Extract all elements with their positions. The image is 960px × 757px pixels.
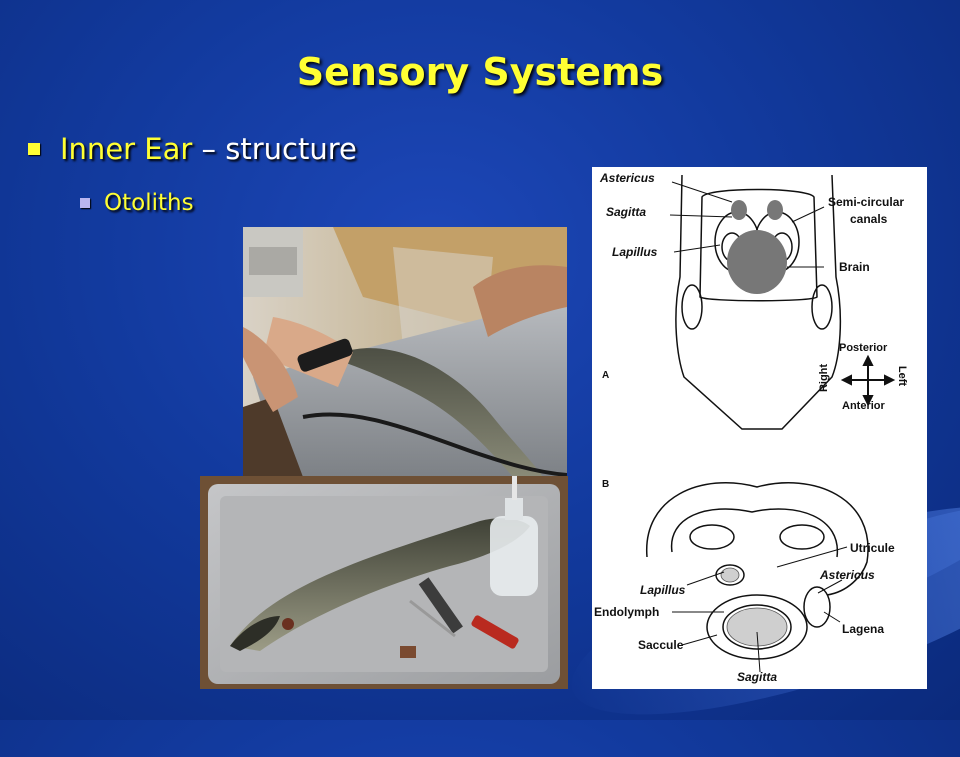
label-sagitta-b: Sagitta: [737, 670, 778, 684]
photo-drilling-fish-image: [243, 227, 567, 477]
sub-bullet-text: Otoliths: [104, 190, 194, 216]
photo-drilling-fish: [243, 227, 567, 477]
label-endolymph: Endolymph: [594, 605, 660, 619]
label-panel-a: A: [602, 370, 610, 381]
label-lagena: Lagena: [842, 622, 885, 636]
label-brain: Brain: [839, 260, 870, 274]
label-anterior: Anterior: [842, 400, 885, 412]
inner-ear-diagram-drawing: [646, 174, 896, 673]
label-panel-b: B: [602, 479, 610, 490]
sub-bullet-otoliths: Otoliths: [80, 190, 194, 216]
label-sagitta-a: Sagitta: [606, 205, 647, 219]
label-posterior: Posterior: [839, 342, 888, 354]
label-astericus-b: Astericus: [820, 568, 875, 582]
inner-ear-diagram: Astericus Sagitta Lapillus Semi-circular…: [592, 167, 927, 689]
bullet-highlight: Inner Ear: [60, 132, 193, 166]
label-canals-line1: Semi-circular: [828, 195, 905, 209]
bullet-marker: [28, 143, 40, 155]
photo-fish-on-tray: [200, 476, 568, 689]
slide-title: Sensory Systems: [296, 50, 664, 94]
sub-bullet-marker: [80, 198, 90, 208]
label-astericus-a: Astericus: [600, 171, 655, 185]
photo-fish-on-tray-image: [200, 476, 568, 689]
label-right: Right: [818, 363, 831, 393]
label-lapillus-b: Lapillus: [640, 583, 686, 597]
bullet-inner-ear: Inner Ear – structure: [28, 132, 357, 166]
label-left: Left: [896, 365, 909, 387]
label-utricule: Utricule: [850, 541, 895, 555]
label-canals-line2: canals: [850, 212, 888, 226]
label-lapillus-a: Lapillus: [612, 245, 658, 259]
label-saccule: Saccule: [638, 638, 684, 652]
bullet-text: – structure: [192, 132, 357, 166]
